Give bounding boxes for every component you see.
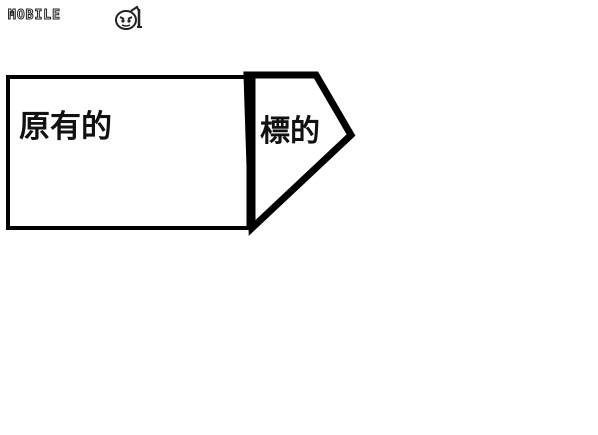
watermark-logo-text: MOBILE [8, 8, 61, 23]
robot-face-logo-icon [115, 5, 142, 30]
target-arrow-label: 標的 [260, 114, 320, 149]
original-box-label: 原有的 [19, 109, 112, 145]
target-arrow-shape [243, 71, 356, 236]
original-box [6, 75, 252, 230]
